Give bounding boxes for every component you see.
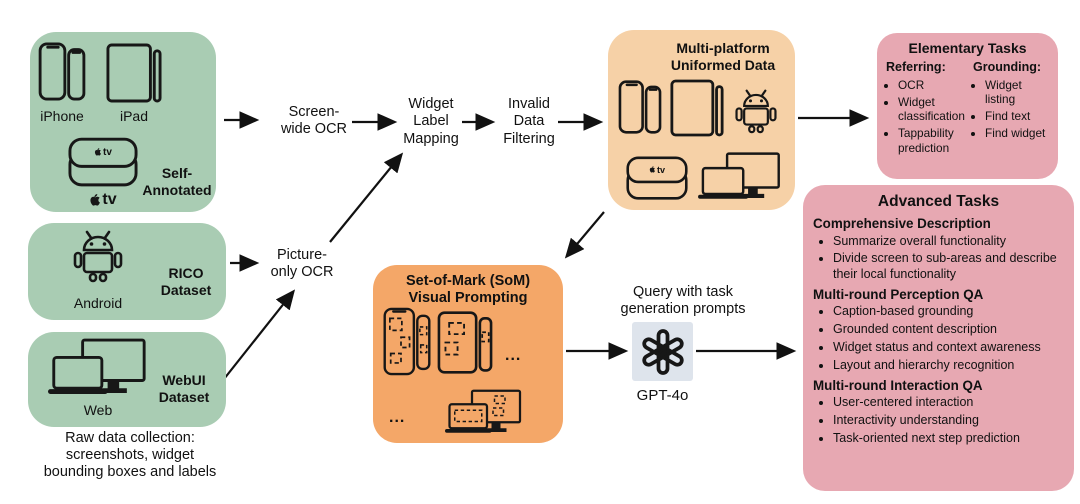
widget-label-mapping-label: Widget Label Mapping (403, 96, 459, 147)
section-header: Multi-round Interaction QA (813, 377, 983, 393)
rico-box: Android RICO Dataset (28, 223, 226, 320)
webui-box: Web WebUI Dataset (28, 332, 226, 427)
list-item: Find widget (985, 126, 1055, 140)
referring-column: Referring: OCR Widget classification Tap… (886, 60, 971, 158)
query-prompt-label: Query with task generation prompts (620, 284, 746, 318)
ellipsis: ... (505, 347, 522, 364)
list-item: Interactivity understanding (833, 413, 1074, 428)
list-item: Divide screen to sub-areas and describe … (833, 251, 1074, 282)
arrow-multiplatform-to-som (564, 211, 605, 259)
som-box: Set-of-Mark (SoM) Visual Prompting ... .… (373, 265, 563, 443)
elementary-tasks-title: Elementary Tasks (908, 40, 1027, 56)
web-devices-icon (48, 338, 148, 398)
appletv-inner-label: tv (656, 164, 665, 175)
ipad-icon (106, 43, 162, 103)
android-icon (72, 229, 124, 283)
grounding-header: Grounding: (973, 60, 1042, 74)
multi-platform-title: Multi-platform Uniformed Data (670, 40, 776, 73)
list-item: Caption-based grounding (833, 304, 1074, 319)
iphone-label: iPhone (40, 108, 84, 124)
apple-logo-icon (94, 148, 101, 156)
som-phone-icon (383, 307, 431, 376)
multi-platform-box: Multi-platform Uniformed Data tv (608, 30, 795, 210)
web-devices-icon (698, 152, 782, 202)
section-list: User-centered interaction Interactivity … (803, 395, 1074, 446)
arrow-pictureocr-to-mapping (329, 152, 404, 243)
list-item: Task-oriented next step prediction (833, 431, 1074, 446)
referring-header: Referring: (886, 60, 946, 74)
iphone-icon (618, 80, 662, 134)
gpt-badge (632, 322, 693, 381)
apple-tv-icon: tv (68, 137, 138, 188)
list-item: Layout and hierarchy recognition (833, 358, 1074, 373)
advanced-tasks-box: Advanced Tasks Comprehensive Description… (803, 185, 1074, 491)
arrow-webui-to-pictureocr (223, 289, 296, 380)
picture-only-ocr-label: Picture- only OCR (270, 247, 334, 281)
android-label: Android (73, 295, 123, 311)
section-header: Multi-round Perception QA (813, 286, 984, 302)
ellipsis: ... (389, 409, 406, 426)
ipad-icon (670, 79, 724, 137)
som-laptop-icon (445, 389, 523, 436)
apple-tv-icon: tv (626, 156, 688, 201)
rico-name: RICO Dataset (160, 265, 212, 298)
raw-data-caption: Raw data collection: screenshots, widget… (43, 430, 217, 480)
apple-logo-icon (89, 194, 100, 206)
section-header: Comprehensive Description (813, 216, 991, 231)
webui-name: WebUI Dataset (158, 372, 210, 405)
web-label: Web (83, 402, 113, 418)
list-item: Tappability prediction (898, 126, 971, 154)
som-title: Set-of-Mark (SoM) Visual Prompting (405, 273, 531, 307)
gpt-model-label: GPT-4o (636, 387, 689, 404)
self-annotated-name: Self- Annotated (142, 165, 212, 198)
screen-wide-ocr-label: Screen- wide OCR (280, 104, 348, 138)
referring-list: OCR Widget classification Tappability pr… (886, 78, 971, 155)
list-item: Widget listing (985, 78, 1055, 106)
section-list: Summarize overall functionality Divide s… (803, 234, 1074, 282)
grounding-list: Widget listing Find text Find widget (973, 78, 1055, 141)
appletv-label: tv (68, 191, 138, 209)
openai-logo-icon (639, 328, 687, 376)
elementary-tasks-box: Elementary Tasks Referring: OCR Widget c… (877, 33, 1058, 179)
list-item: Widget status and context awareness (833, 340, 1074, 355)
apple-logo-icon (649, 166, 655, 173)
android-icon (734, 88, 778, 134)
iphone-icon (38, 42, 86, 101)
som-tablet-icon (437, 309, 493, 376)
list-item: Grounded content description (833, 322, 1074, 337)
list-item: OCR (898, 78, 971, 92)
grounding-column: Grounding: Widget listing Find text Find… (973, 60, 1055, 144)
invalid-data-filtering-label: Invalid Data Filtering (503, 96, 555, 147)
list-item: Summarize overall functionality (833, 234, 1074, 249)
section-list: Caption-based grounding Grounded content… (803, 304, 1074, 373)
list-item: User-centered interaction (833, 395, 1074, 410)
list-item: Widget classification (898, 95, 971, 123)
advanced-tasks-title: Advanced Tasks (877, 193, 1000, 210)
appletv-inner-label: tv (103, 146, 112, 158)
ipad-label: iPad (119, 108, 149, 124)
self-annotated-box: iPhone iPad tv tv Self- Annotated (30, 32, 216, 212)
list-item: Find text (985, 109, 1055, 123)
